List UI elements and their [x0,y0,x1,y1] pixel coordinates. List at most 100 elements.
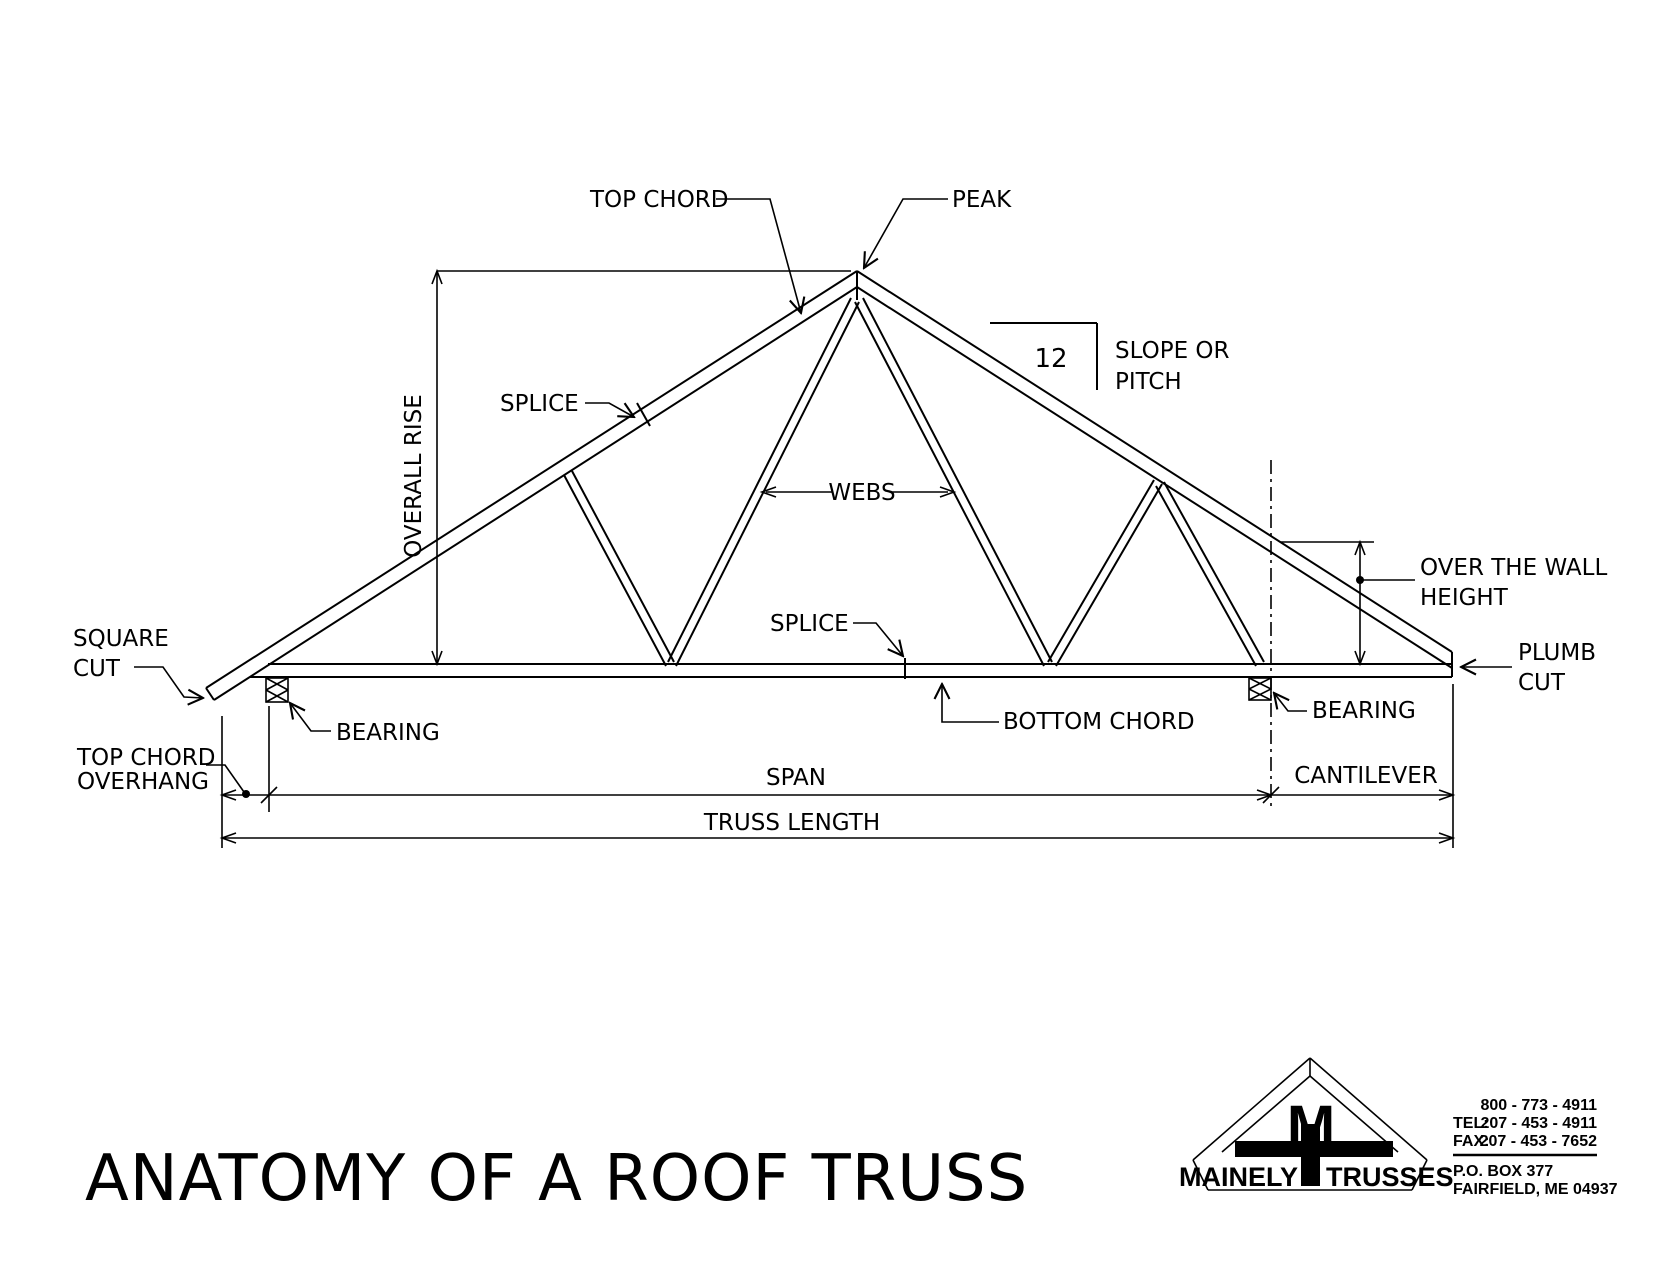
logo-name-left: MAINELY [1179,1162,1298,1192]
web-left-long [667,297,860,667]
peak-leader [864,198,948,268]
splice-bottom-leader [853,622,903,656]
top-chord-right-lower-edge [856,286,1453,669]
top-chord-right-upper-edge [856,270,1453,653]
slope-label-line2: PITCH [1115,369,1182,395]
bearing-rect [1248,677,1272,701]
hatch-line [265,689,289,703]
slash-tick [1262,786,1280,804]
arrowhead-left [759,486,777,498]
web-cantilever-strut [1155,481,1265,667]
web-edge [862,297,1053,663]
fax-number: 207 - 453 - 7652 [1480,1133,1598,1150]
city-state-zip: FAIRFIELD, ME 04937 [1453,1181,1618,1198]
bearing-block-right [1248,677,1272,701]
arrowhead-up [431,268,443,285]
fax-label: FAX: [1453,1133,1489,1150]
square-cut-label-line2: CUT [73,656,121,682]
callouts: TOP CHORD PEAK SPLICE WEBS SPLICE BOTTOM… [73,187,1596,795]
tel-number: 207 - 453 - 4911 [1480,1115,1597,1132]
logo-name-right: TRUSSES [1326,1162,1454,1192]
logo-roof-left [1192,1057,1311,1161]
plumb-cut-label-line1: PLUMB [1518,640,1596,666]
top-chord-left-lower-edge [213,286,858,701]
web-edge [1163,481,1265,663]
overall-rise-label: OVERALL RISE [401,394,427,558]
top-chord-right [856,270,1453,677]
company-logo: M MAINELY TRUSSES 800 - 773 - 4911 TEL: … [1179,1057,1618,1198]
web-edge [675,301,860,667]
top-chord-left-upper-edge [205,270,858,689]
arrowhead-right [1438,832,1456,844]
over-the-wall-label-line2: HEIGHT [1420,585,1509,611]
splice-top-label: SPLICE [500,391,579,417]
logo-contact-block: 800 - 773 - 4911 TEL: 207 - 453 - 4911 F… [1453,1097,1618,1198]
slash-tick [260,786,278,804]
hatch-line [1248,688,1272,701]
overhang-label-line1: TOP CHORD [76,745,215,771]
arrowhead-right [939,486,957,498]
page-title: ANATOMY OF A ROOF TRUSS [85,1142,1028,1216]
plumb-cut-label-line2: CUT [1518,670,1566,696]
bottom-chord-leader [942,684,999,723]
square-cut-label-line1: SQUARE [73,626,169,652]
truss-length-label: TRUSS LENGTH [703,810,880,836]
bearing-left-leader [290,703,331,732]
logo-eave-left [1192,1159,1209,1191]
arrowhead-right [1438,789,1456,801]
arrowhead-down [1354,650,1366,667]
logo-eave-right [1411,1159,1428,1191]
hatch-line [265,677,289,691]
square-cut-face [205,687,215,701]
arrowhead-left [219,832,237,844]
overall-rise-dimension: OVERALL RISE [401,268,851,667]
peak-label: PEAK [952,187,1012,213]
tel-label: TEL: [1453,1115,1489,1132]
logo-cross-post [1301,1124,1320,1186]
top-chord-leader [716,198,801,313]
over-the-wall-dimension: OVER THE WALL HEIGHT [1280,539,1607,667]
bearing-right-leader [1274,693,1307,712]
splice-top-leader [585,402,634,417]
slope-pitch-symbol: 12 SLOPE OR PITCH [990,322,1230,395]
web-left-short [563,470,675,667]
bearing-block-left [265,677,289,703]
overhang-label-line2: OVERHANG [77,769,209,795]
hatch-line [1248,677,1272,690]
bottom-dimensions: SPAN CANTILEVER TRUSS LENGTH [219,684,1456,848]
po-box: P.O. BOX 377 [1453,1163,1553,1180]
arrowhead-left [219,789,237,801]
webs-label: WEBS [828,480,895,506]
bearing-right-label: BEARING [1312,698,1416,724]
cantilever-label: CANTILEVER [1294,763,1437,789]
top-chord-left [205,270,858,701]
logo-inner-left [1221,1075,1311,1153]
bearing-left-label: BEARING [336,720,440,746]
slope-value: 12 [1034,344,1067,374]
logo-inner-right [1309,1075,1399,1153]
phone-800: 800 - 773 - 4911 [1480,1097,1597,1114]
over-the-wall-label-line1: OVER THE WALL [1420,555,1607,581]
span-label: SPAN [766,765,826,791]
web-edge [563,474,667,667]
web-edge [1047,479,1155,663]
logo-truss-outline [1192,1057,1428,1191]
logo-roof-right [1309,1057,1428,1161]
web-edge [1155,485,1257,667]
web-edge [571,470,675,663]
slope-label-line1: SLOPE OR [1115,338,1230,364]
web-edge [667,297,852,663]
square-cut-leader [134,666,203,698]
overhang-leader [206,764,245,793]
web-right-short [1047,479,1163,667]
web-edge [854,301,1045,667]
web-edge [1055,483,1163,667]
arrowhead-up [1354,539,1366,556]
web-right-long [854,297,1053,667]
splice-bottom-label: SPLICE [770,611,849,637]
bearing-rect [265,677,289,703]
bottom-chord-label: BOTTOM CHORD [1003,709,1195,735]
top-chord-label: TOP CHORD [589,187,728,213]
